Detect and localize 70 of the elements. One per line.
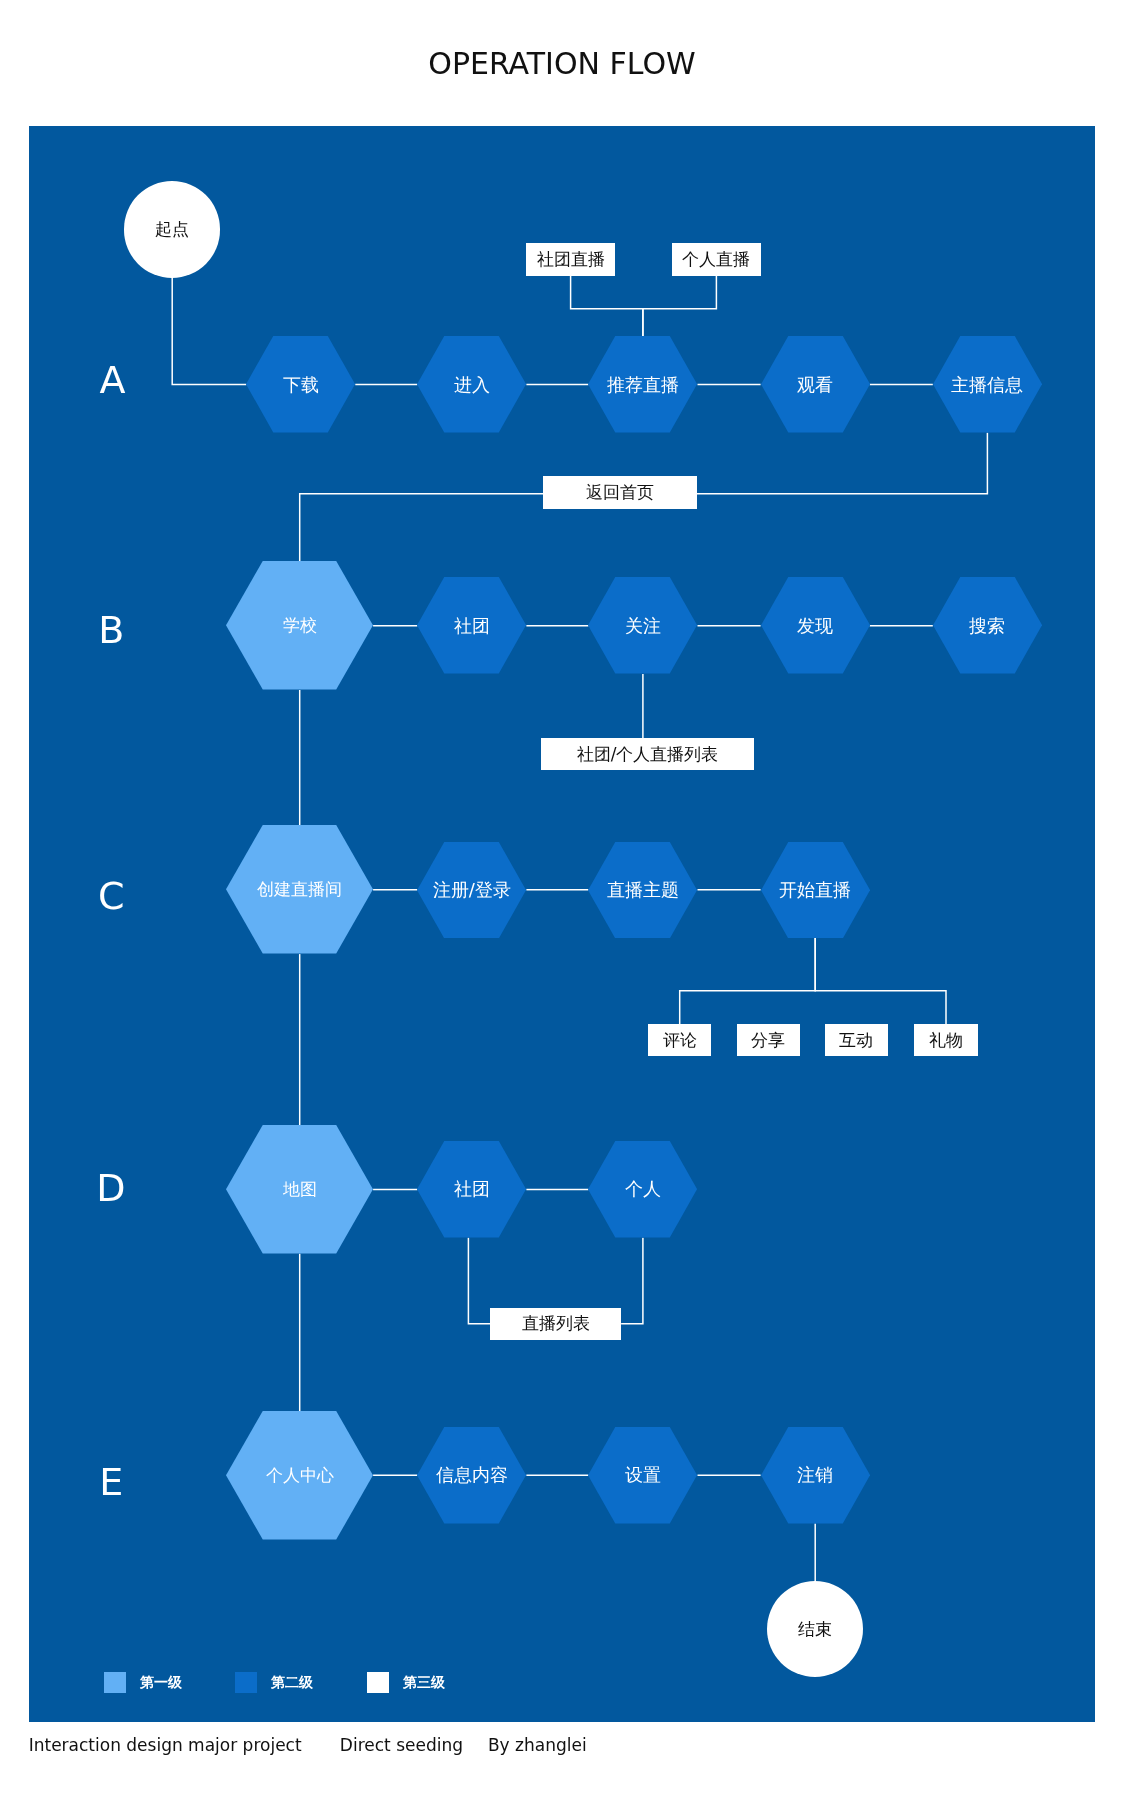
hexagon-node: 进入 bbox=[417, 336, 527, 433]
hexagon-node: 注销 bbox=[760, 1427, 870, 1524]
hexagon-node: 推荐直播 bbox=[588, 336, 698, 433]
hexagon-node: 开始直播 bbox=[760, 841, 870, 938]
row-letter: C bbox=[97, 873, 126, 918]
label-box: 直播列表 bbox=[490, 1307, 622, 1340]
label-box: 社团/个人直播列表 bbox=[540, 738, 755, 771]
label-box: 返回首页 bbox=[543, 476, 697, 509]
connector-line bbox=[525, 889, 590, 891]
hexagon-node: 直播主题 bbox=[588, 841, 698, 938]
hexagon-node: 信息内容 bbox=[417, 1427, 527, 1524]
connector-line bbox=[696, 432, 989, 495]
row-letter: D bbox=[96, 1166, 125, 1211]
connector-line bbox=[525, 624, 590, 627]
connector-line bbox=[868, 624, 934, 627]
hexagon-node: 地图 bbox=[226, 1125, 374, 1254]
connector-line bbox=[525, 1474, 590, 1477]
row-letter: A bbox=[98, 358, 127, 402]
label-box: 个人直播 bbox=[671, 243, 762, 276]
connector-line bbox=[868, 383, 934, 386]
connector-line bbox=[372, 1188, 419, 1191]
label-box: 分享 bbox=[736, 1024, 800, 1057]
connector-line bbox=[814, 1522, 816, 1582]
hexagon-node: 注册/登录 bbox=[417, 841, 527, 938]
footer-text: Direct seeding bbox=[339, 1734, 463, 1758]
connector-line bbox=[696, 383, 762, 386]
connector-line bbox=[696, 1474, 762, 1477]
connector-line bbox=[696, 624, 762, 627]
connector-line bbox=[298, 689, 301, 827]
hexagon-node: 发现 bbox=[760, 577, 870, 674]
connector-line bbox=[525, 383, 590, 386]
hexagon-node: 学校 bbox=[226, 561, 374, 690]
connector-line bbox=[525, 1188, 590, 1191]
footer-text: By zhanglei bbox=[487, 1734, 587, 1758]
footer-text: Interaction design major project bbox=[28, 1734, 302, 1758]
legend-text: 第二级 bbox=[270, 1672, 313, 1692]
connector-line bbox=[620, 1236, 644, 1325]
label-box: 互动 bbox=[824, 1024, 889, 1057]
hexagon-node: 社团 bbox=[417, 577, 527, 674]
legend-text: 第一级 bbox=[140, 1672, 183, 1692]
hexagon-node: 个人 bbox=[588, 1141, 698, 1238]
hexagon-node: 主播信息 bbox=[932, 336, 1042, 433]
connector-line bbox=[298, 492, 544, 563]
connector-line bbox=[696, 889, 762, 891]
label-box: 社团直播 bbox=[525, 243, 616, 276]
hexagon-node: 社团 bbox=[417, 1141, 527, 1238]
connector-line bbox=[298, 953, 301, 1126]
row-letter: B bbox=[97, 608, 126, 653]
label-box: 评论 bbox=[648, 1024, 712, 1057]
connector-line bbox=[642, 274, 718, 338]
hexagon-node: 下载 bbox=[246, 336, 356, 433]
title: OPERATION FLOW bbox=[427, 45, 697, 81]
connector-line bbox=[354, 383, 419, 386]
hexagon-node: 个人中心 bbox=[226, 1411, 374, 1540]
hexagon-node: 关注 bbox=[588, 577, 698, 674]
connector-line bbox=[814, 937, 947, 1025]
connector-line bbox=[298, 1252, 301, 1412]
hexagon-node: 设置 bbox=[588, 1427, 698, 1524]
hexagon-node: 搜索 bbox=[932, 577, 1042, 674]
connector-line bbox=[467, 1236, 491, 1325]
hexagon-node: 创建直播间 bbox=[226, 825, 374, 955]
connector-line bbox=[171, 277, 248, 386]
connector-line bbox=[372, 624, 419, 627]
connector-line bbox=[642, 673, 644, 739]
connector-line bbox=[372, 889, 419, 891]
label-box: 礼物 bbox=[914, 1024, 978, 1057]
hexagon-node: 观看 bbox=[760, 336, 870, 433]
connector-line bbox=[372, 1474, 419, 1477]
legend-text: 第三级 bbox=[403, 1672, 445, 1692]
row-letter: E bbox=[98, 1460, 125, 1505]
